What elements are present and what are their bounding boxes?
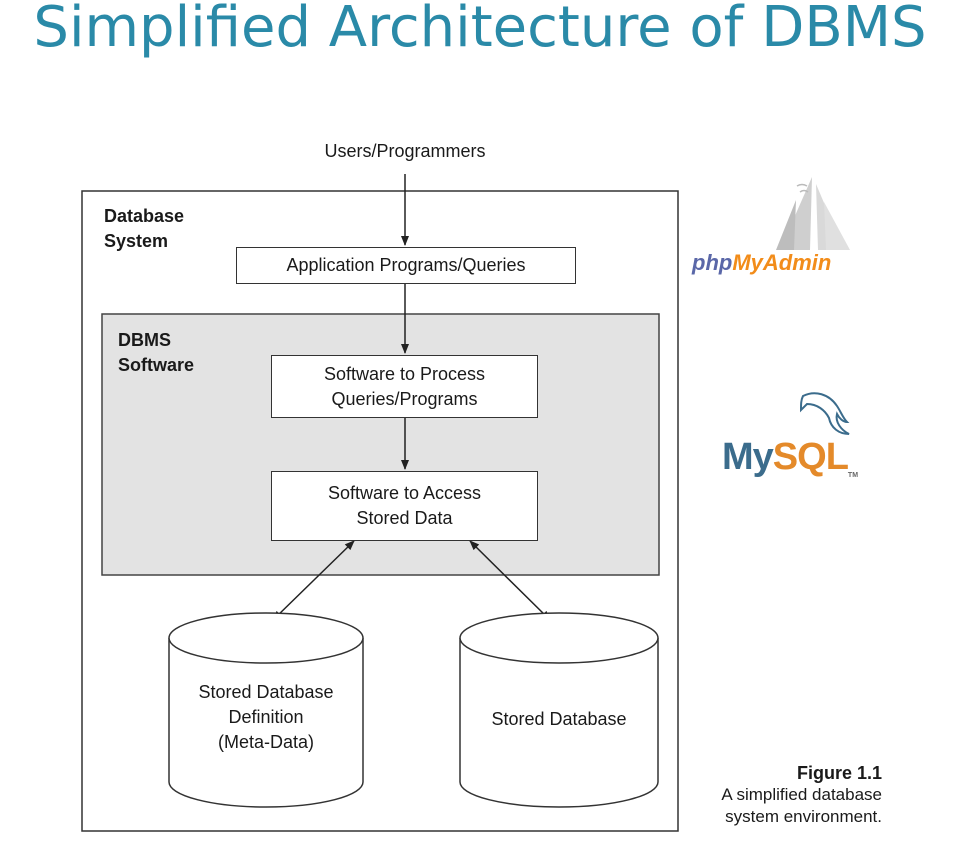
users-programmers-label: Users/Programmers (324, 141, 486, 161)
figure-caption: Figure 1.1 A simplified database system … (721, 762, 882, 828)
caption-line-2: system environment. (725, 807, 882, 826)
stored-database-label: Stored Database (491, 709, 627, 729)
database-system-label: Database System (104, 206, 185, 251)
mysql-dolphin-icon (799, 392, 850, 435)
arrow-access-meta (272, 540, 355, 621)
application-programs-box: Application Programs/Queries (236, 247, 576, 284)
arrow-access-db (469, 540, 551, 621)
process-queries-box: Software to Process Queries/Programs (271, 355, 538, 418)
cylinder-stored-database (459, 612, 659, 808)
dbms-software-label: DBMS Software (118, 330, 195, 375)
access-stored-data-box: Software to Access Stored Data (271, 471, 538, 541)
phpmyadmin-sailboat-icon (776, 177, 850, 250)
meta-data-label: Stored Database Definition (Meta-Data) (198, 682, 334, 752)
mysql-logo: MySQLTM (722, 436, 859, 479)
cylinder-meta-data (168, 612, 364, 808)
slide-title: Simplified Architecture of DBMS (33, 0, 927, 60)
caption-line-1: A simplified database (721, 785, 882, 804)
figure-number: Figure 1.1 (796, 763, 882, 783)
phpmyadmin-logo: phpMyAdmin (692, 250, 832, 275)
